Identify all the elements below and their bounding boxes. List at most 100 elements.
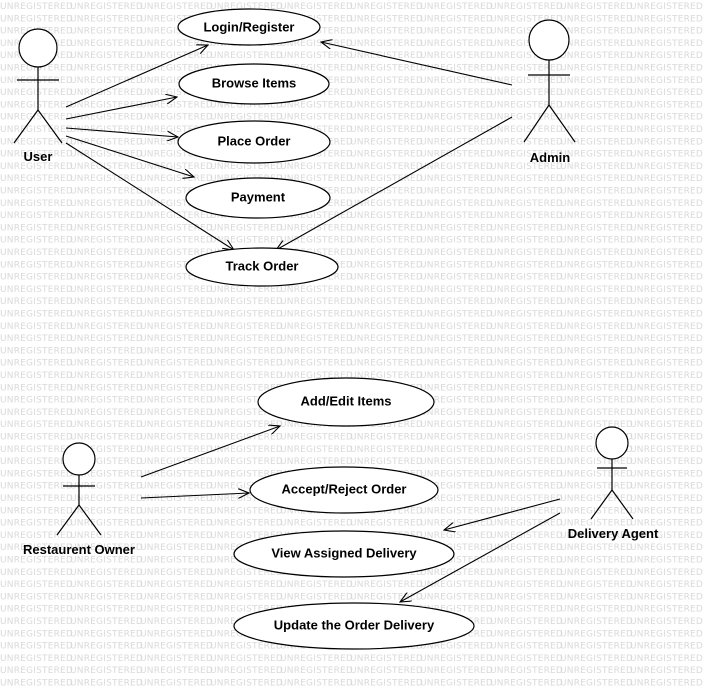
watermark-text: UNREGISTERED <box>0 211 73 221</box>
watermark-text: UNREGISTERED <box>140 322 213 332</box>
watermark-text: UNREGISTERED <box>420 666 493 676</box>
watermark-text: UNREGISTERED <box>350 260 423 270</box>
use-case-view-assigned-delivery: View Assigned Delivery <box>233 530 455 578</box>
watermark-text: UNREGISTERED <box>490 199 563 209</box>
watermark-text: UNREGISTERED <box>630 568 703 578</box>
watermark-text: UNREGISTERED <box>420 359 493 369</box>
watermark-text: UNREGISTERED <box>140 137 213 147</box>
watermark-text: UNREGISTERED <box>70 113 143 123</box>
watermark-text: UNREGISTERED <box>70 445 143 455</box>
watermark-text: UNREGISTERED <box>0 285 73 295</box>
watermark-text: UNREGISTERED <box>280 248 353 258</box>
watermark-text: UNREGISTERED <box>0 531 73 541</box>
watermark-text: UNREGISTERED <box>420 187 493 197</box>
watermark-text: UNREGISTERED <box>0 236 73 246</box>
watermark-text: UNREGISTERED <box>140 396 213 406</box>
watermark-text: UNREGISTERED <box>140 51 213 61</box>
watermark-text: UNREGISTERED <box>560 629 633 639</box>
watermark-text: UNREGISTERED <box>280 359 353 369</box>
watermark-text: UNREGISTERED <box>350 236 423 246</box>
assoc-agent-update-delivery <box>400 512 561 602</box>
watermark-text: UNREGISTERED <box>70 408 143 418</box>
watermark-text: UNREGISTERED <box>420 211 493 221</box>
watermark-text: UNREGISTERED <box>560 420 633 430</box>
watermark-text: UNREGISTERED <box>350 592 423 602</box>
watermark-text: UNREGISTERED <box>490 556 563 566</box>
watermark-text: UNREGISTERED <box>490 39 563 49</box>
watermark-text: UNREGISTERED <box>280 592 353 602</box>
watermark-text: UNREGISTERED <box>210 51 283 61</box>
watermark-text: UNREGISTERED <box>70 310 143 320</box>
watermark-text: UNREGISTERED <box>70 211 143 221</box>
watermark-text: UNREGISTERED <box>420 482 493 492</box>
watermark-text: UNREGISTERED <box>210 679 283 689</box>
watermark-text: UNREGISTERED <box>490 629 563 639</box>
watermark-text: UNREGISTERED <box>630 150 703 160</box>
watermark-text: UNREGISTERED <box>630 396 703 406</box>
watermark-text: UNREGISTERED <box>140 519 213 529</box>
watermark-text: UNREGISTERED <box>0 568 73 578</box>
watermark-text: UNREGISTERED <box>420 469 493 479</box>
watermark-text: UNREGISTERED <box>280 457 353 467</box>
watermark-text: UNREGISTERED <box>0 223 73 233</box>
watermark-text: UNREGISTERED <box>210 420 283 430</box>
watermark-text: UNREGISTERED <box>630 2 703 12</box>
watermark-text: UNREGISTERED <box>490 580 563 590</box>
watermark-text: UNREGISTERED <box>630 285 703 295</box>
watermark-text: UNREGISTERED <box>0 187 73 197</box>
watermark-text: UNREGISTERED <box>70 64 143 74</box>
watermark-text: UNREGISTERED <box>140 506 213 516</box>
watermark-text: UNREGISTERED <box>70 162 143 172</box>
watermark-text: UNREGISTERED <box>210 334 283 344</box>
watermark-text: UNREGISTERED <box>280 580 353 590</box>
watermark-text: UNREGISTERED <box>490 531 563 541</box>
watermark-text: UNREGISTERED <box>140 64 213 74</box>
watermark-text: UNREGISTERED <box>490 223 563 233</box>
watermark-text: UNREGISTERED <box>630 310 703 320</box>
watermark-text: UNREGISTERED <box>70 506 143 516</box>
watermark-text: UNREGISTERED <box>490 445 563 455</box>
watermark-text: UNREGISTERED <box>140 334 213 344</box>
watermark-text: UNREGISTERED <box>560 605 633 615</box>
watermark-text: UNREGISTERED <box>350 445 423 455</box>
watermark-text: UNREGISTERED <box>490 310 563 320</box>
watermark-text: UNREGISTERED <box>0 408 73 418</box>
watermark-text: UNREGISTERED <box>350 433 423 443</box>
watermark-text: UNREGISTERED <box>0 445 73 455</box>
watermark-text: UNREGISTERED <box>0 383 73 393</box>
watermark-text: UNREGISTERED <box>560 322 633 332</box>
watermark-text: UNREGISTERED <box>560 556 633 566</box>
watermark-text: UNREGISTERED <box>420 51 493 61</box>
watermark-text: UNREGISTERED <box>560 39 633 49</box>
watermark-text: UNREGISTERED <box>0 334 73 344</box>
watermark-text: UNREGISTERED <box>140 346 213 356</box>
watermark-text: UNREGISTERED <box>490 494 563 504</box>
watermark-text: UNREGISTERED <box>560 359 633 369</box>
watermark-text: UNREGISTERED <box>350 76 423 86</box>
watermark-text: UNREGISTERED <box>70 359 143 369</box>
watermark-text: UNREGISTERED <box>70 223 143 233</box>
watermark-text: UNREGISTERED <box>420 14 493 24</box>
watermark-text: UNREGISTERED <box>630 666 703 676</box>
watermark-text: UNREGISTERED <box>350 125 423 135</box>
watermark-text: UNREGISTERED <box>560 543 633 553</box>
watermark-text: UNREGISTERED <box>420 199 493 209</box>
watermark-text: UNREGISTERED <box>210 531 283 541</box>
actor-admin-label: Admin <box>530 150 571 165</box>
watermark-text: UNREGISTERED <box>140 27 213 37</box>
watermark-text: UNREGISTERED <box>490 420 563 430</box>
watermark-text: UNREGISTERED <box>210 408 283 418</box>
watermark-text: UNREGISTERED <box>0 125 73 135</box>
watermark-text: UNREGISTERED <box>0 666 73 676</box>
watermark-text: UNREGISTERED <box>280 445 353 455</box>
watermark-text: UNREGISTERED <box>420 88 493 98</box>
watermark-text: UNREGISTERED <box>140 211 213 221</box>
watermark-text: UNREGISTERED <box>490 260 563 270</box>
assoc-agent-view-delivery <box>444 498 561 530</box>
watermark-text: UNREGISTERED <box>630 592 703 602</box>
watermark-text: UNREGISTERED <box>630 174 703 184</box>
assoc-user-payment <box>65 135 194 177</box>
watermark-text: UNREGISTERED <box>280 433 353 443</box>
watermark-text: UNREGISTERED <box>420 457 493 467</box>
watermark-text: UNREGISTERED <box>420 310 493 320</box>
